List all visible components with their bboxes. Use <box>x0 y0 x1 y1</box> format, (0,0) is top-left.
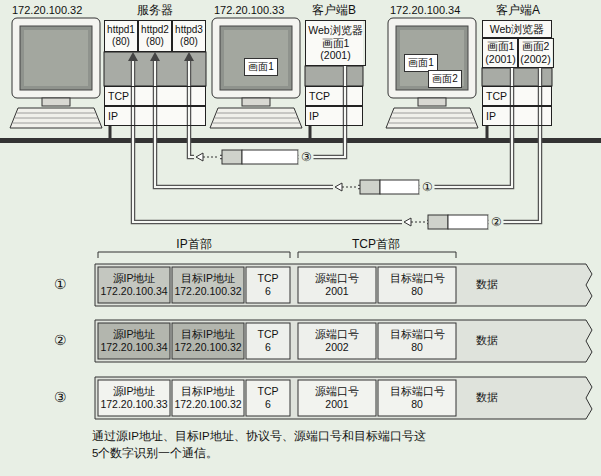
app-process-box: httpd2 (80) <box>138 20 172 52</box>
server-computer <box>10 18 102 128</box>
ip-layer-box: IP <box>104 106 206 126</box>
packet-row <box>95 320 592 362</box>
node-heading: 客户端A <box>478 2 558 18</box>
direction-arrow <box>194 151 427 228</box>
computer-stack: 客户端B Web浏览器 画面1 (2001) TCP IP <box>298 2 370 130</box>
table-cell: 目标IP地址 172.20.100.32 <box>174 385 241 411</box>
table-cell: 目标IP地址 172.20.100.32 <box>174 328 241 354</box>
node-text: httpd1 (80) <box>107 24 135 48</box>
ip-layer-box: IP <box>305 106 363 126</box>
node-text: IP <box>309 110 319 123</box>
node-text: TCP <box>309 90 330 103</box>
table-cell: 源端口号 2002 <box>315 328 359 354</box>
table-cell: 源IP地址 172.20.100.34 <box>100 272 167 298</box>
node-text: 画面1 (2001) <box>485 40 515 65</box>
table-cell: 目标端口号 80 <box>390 385 445 411</box>
connection-line <box>150 52 512 187</box>
tcp-layer-box: TCP <box>482 86 552 106</box>
ip-layer-box: IP <box>482 106 552 126</box>
node-text: Web浏览器 画面1 (2001) <box>308 24 362 62</box>
client-a-computer <box>386 18 478 128</box>
packet-row <box>95 377 592 419</box>
table-cell: 源端口号 2001 <box>315 385 359 411</box>
table-cell: 数据 <box>476 391 498 404</box>
ip-address: 172.20.100.34 <box>390 4 460 18</box>
node-text: TCP <box>486 90 507 103</box>
protocol-stack-fill <box>104 20 552 126</box>
callout-number: ③ <box>54 389 67 407</box>
header-label: TCP首部 <box>352 237 400 252</box>
client-b-computer <box>210 18 302 128</box>
browser-window-box: 画面1 (2001) <box>482 38 519 68</box>
table-cell: 目标端口号 80 <box>390 328 445 354</box>
node-text: 画面1 <box>408 57 434 69</box>
browser-box: Web浏览器 画面1 (2001) <box>305 20 366 66</box>
app-process-box: httpd3 (80) <box>172 20 206 52</box>
node-text: httpd3 (80) <box>175 24 203 48</box>
table-cell: TCP 6 <box>258 272 279 298</box>
ip-address: 172.20.100.32 <box>12 4 82 18</box>
table-cell: 数据 <box>476 334 498 347</box>
node-text: httpd2 (80) <box>141 24 169 48</box>
node-text: IP <box>486 110 496 123</box>
table-cell: 源IP地址 172.20.100.33 <box>100 385 167 411</box>
callout-number: ① <box>54 276 67 294</box>
connection-line <box>184 52 345 157</box>
tcp-layer-box: TCP <box>305 86 363 106</box>
bus-drop <box>110 126 487 138</box>
callout-number: ① <box>420 180 435 194</box>
table-cell: TCP 6 <box>258 385 279 411</box>
screen-window: 画面2 <box>428 70 462 88</box>
node-text: 画面1 <box>248 61 274 73</box>
computer-stack: 客户端A Web浏览器画面1 (2001)画面2 (2002) TCP IP <box>478 2 558 130</box>
node-heading: 客户端B <box>298 2 370 18</box>
table-cell: TCP 6 <box>258 328 279 354</box>
browser-window-box: 画面2 (2002) <box>517 38 554 68</box>
app-process-box: httpd1 (80) <box>104 20 138 52</box>
table-cell: 目标端口号 80 <box>390 272 445 298</box>
computer-stack: 服务器 httpd1 (80)httpd2 (80)httpd3 (80) TCP I… <box>100 2 210 130</box>
table-cell: 源端口号 2001 <box>315 272 359 298</box>
callout-number: ③ <box>299 150 314 164</box>
node-text: TCP <box>108 90 129 103</box>
callout-number: ② <box>489 215 504 229</box>
table-cell: 目标IP地址 172.20.100.32 <box>174 272 241 298</box>
connection-line <box>128 52 540 222</box>
table-cell: 源IP地址 172.20.100.34 <box>100 328 167 354</box>
ip-address: 172.20.100.33 <box>214 4 284 18</box>
caption: 通过源IP地址、目标IP地址、协议号、源端口号和目标端口号这5个数字识别一个通信… <box>92 428 432 463</box>
table-cell: 数据 <box>476 278 498 291</box>
browser-box: Web浏览器 <box>482 20 552 38</box>
node-heading: 服务器 <box>100 2 210 18</box>
header-label: IP首部 <box>176 237 211 252</box>
header-bracket <box>98 252 456 258</box>
callout-number: ② <box>54 332 67 350</box>
node-text: 画面2 (2002) <box>520 40 550 65</box>
packet-row <box>95 264 592 306</box>
node-text: 画面2 <box>432 73 458 85</box>
node-text: IP <box>108 110 118 123</box>
screen-window: 画面1 <box>244 58 278 76</box>
node-text: Web浏览器 <box>490 23 544 36</box>
tcp-layer-box: TCP <box>104 86 206 106</box>
packet <box>222 150 488 229</box>
